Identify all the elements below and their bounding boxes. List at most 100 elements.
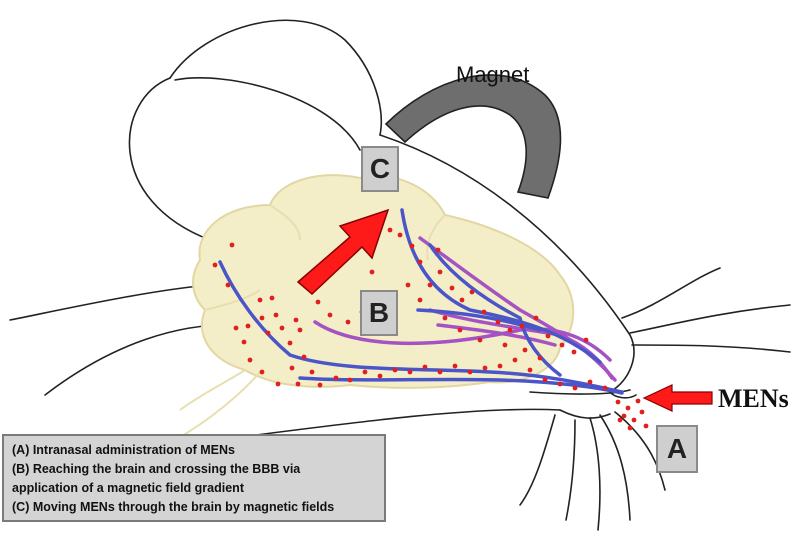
legend-line-c: (C) Moving MENs through the brain by mag… (12, 500, 335, 514)
men-particle (301, 354, 307, 360)
mens-label: MENs (718, 384, 789, 413)
men-particle (482, 365, 488, 371)
whiskers (519, 267, 791, 531)
men-particle (409, 243, 415, 249)
arrow-b-to-c (296, 208, 390, 296)
men-particle (557, 381, 563, 387)
men-particle (257, 297, 263, 303)
men-particle (392, 367, 398, 373)
men-particle (542, 377, 548, 383)
legend-box: (A) Intranasal administration of MENs (B… (2, 434, 386, 522)
men-particle (452, 363, 458, 369)
men-particle (315, 299, 321, 305)
men-particle (537, 355, 543, 361)
men-particle (269, 295, 275, 301)
men-particle (259, 369, 265, 375)
men-particle (265, 330, 271, 336)
men-particle (583, 337, 589, 343)
men-particle (495, 319, 501, 325)
men-particle (507, 327, 513, 333)
men-particle (377, 373, 383, 379)
step-b-label: B (360, 290, 398, 336)
men-particle (512, 357, 518, 363)
mouse-outline (9, 19, 637, 451)
men-particle (627, 425, 633, 431)
men-particle (333, 375, 339, 381)
men-particle (327, 312, 333, 318)
men-particle (417, 297, 423, 303)
men-particle (212, 262, 218, 268)
men-particle (289, 365, 295, 371)
men-particle (417, 259, 423, 265)
men-particle (293, 317, 299, 323)
men-particle (369, 269, 375, 275)
men-particle (247, 357, 253, 363)
men-particle (545, 333, 551, 339)
men-particle (437, 269, 443, 275)
men-particle (309, 369, 315, 375)
men-particle (435, 247, 441, 253)
men-particle (522, 347, 528, 353)
men-particle (467, 369, 473, 375)
men-particle (477, 337, 483, 343)
brain (174, 174, 575, 441)
men-particle (245, 323, 251, 329)
men-particle (297, 327, 303, 333)
men-particle (362, 369, 368, 375)
men-particle (317, 382, 323, 388)
men-particle (602, 385, 608, 391)
men-particle (587, 379, 593, 385)
magnet-label: Magnet (456, 62, 530, 87)
men-particle (469, 289, 475, 295)
men-particle (502, 342, 508, 348)
men-particle (427, 282, 433, 288)
magnet (384, 74, 562, 199)
men-particle (347, 377, 353, 383)
men-particle (457, 327, 463, 333)
men-particle (617, 417, 623, 423)
men-particle (437, 369, 443, 375)
men-particle (273, 312, 279, 318)
men-particle (405, 282, 411, 288)
men-particle (572, 385, 578, 391)
men-particle (422, 364, 428, 370)
legend-line-b2: application of a magnetic field gradient (12, 481, 244, 495)
men-particle (497, 363, 503, 369)
men-particle (295, 381, 301, 387)
men-particle (449, 285, 455, 291)
men-particle (275, 381, 281, 387)
men-particle (407, 369, 413, 375)
mens-arrow (642, 384, 713, 412)
men-particle (635, 398, 641, 404)
men-particle (345, 319, 351, 325)
men-particle (643, 423, 649, 429)
men-particle (442, 315, 448, 321)
men-particle (241, 339, 247, 345)
men-particle (481, 309, 487, 315)
men-particle (631, 417, 637, 423)
men-particle (621, 413, 627, 419)
men-particle (639, 409, 645, 415)
legend-line-b1: (B) Reaching the brain and crossing the … (12, 462, 301, 476)
men-particle (625, 405, 631, 411)
men-particle (459, 297, 465, 303)
step-c-label: C (361, 146, 399, 192)
men-particle (571, 349, 577, 355)
men-particle (287, 340, 293, 346)
men-particle (533, 315, 539, 321)
step-a-label: A (656, 425, 698, 473)
men-particle (559, 342, 565, 348)
men-particle (259, 315, 265, 321)
men-particle (387, 227, 393, 233)
men-particle (229, 242, 235, 248)
men-particle (233, 325, 239, 331)
men-particle (225, 282, 231, 288)
men-particle (519, 323, 525, 329)
mens-particles (212, 227, 649, 431)
men-particle (527, 367, 533, 373)
legend-line-a: (A) Intranasal administration of MENs (12, 443, 235, 457)
men-particle (615, 399, 621, 405)
men-particle (279, 325, 285, 331)
men-particle (397, 232, 403, 238)
